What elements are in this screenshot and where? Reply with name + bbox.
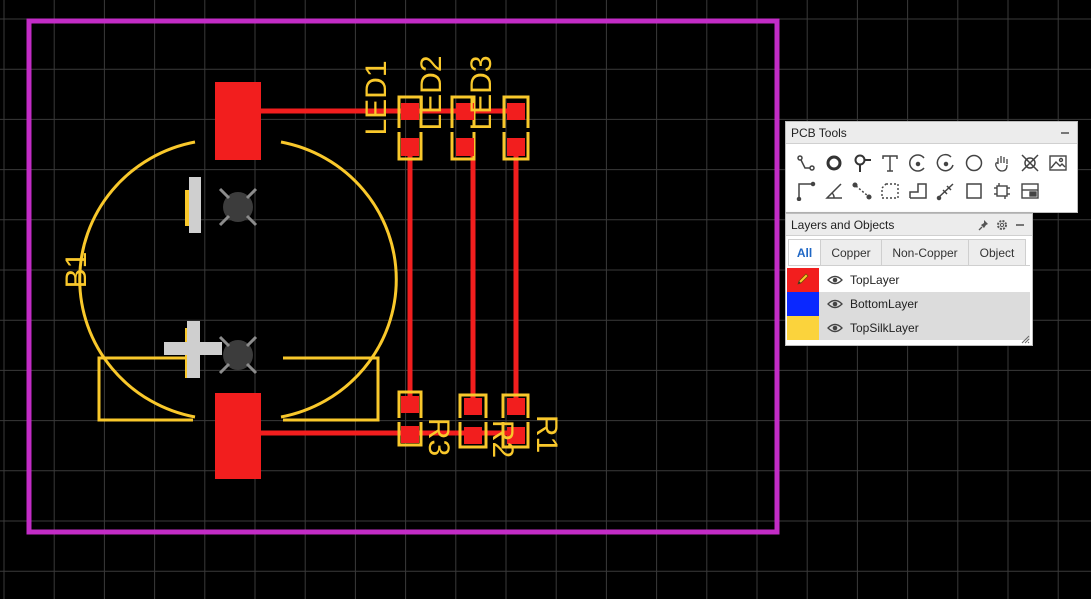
battery-b1-pads[interactable] [215, 82, 261, 479]
designator-led1[interactable]: LED1 [360, 60, 393, 135]
board-outline[interactable] [26, 18, 780, 535]
layer-row-bottomlayer[interactable]: BottomLayer [787, 292, 1030, 316]
eye-icon[interactable] [825, 316, 845, 340]
minimize-icon[interactable] [1058, 126, 1072, 140]
mounting-holes[interactable] [218, 187, 258, 375]
angle-tool-icon[interactable] [820, 178, 848, 204]
line-tool-icon[interactable] [792, 178, 820, 204]
pencil-icon [795, 271, 811, 290]
text-tool-icon[interactable] [876, 150, 904, 176]
pan-hand-icon[interactable] [988, 150, 1016, 176]
pcb-tools-panel[interactable]: PCB Tools [785, 121, 1078, 213]
designator-led3[interactable]: LED3 [465, 55, 498, 130]
battery-b1-silkscreen[interactable] [78, 140, 398, 422]
tab-all[interactable]: All [788, 239, 821, 265]
layer-filter-tabs: All Copper Non-Copper Object [788, 239, 1030, 266]
tab-copper[interactable]: Copper [820, 239, 882, 265]
component-tool-icon[interactable] [988, 178, 1016, 204]
layer-list: TopLayer BottomLayer TopSilkLayer [787, 268, 1030, 340]
tab-object[interactable]: Object [968, 239, 1026, 265]
designator-r2[interactable]: R2 [486, 420, 519, 458]
led-pads[interactable] [401, 103, 525, 156]
connection-tool-icon[interactable] [848, 178, 876, 204]
layer-name: TopLayer [850, 273, 900, 287]
track-tool-icon[interactable] [792, 150, 820, 176]
designator-r1[interactable]: R1 [530, 415, 563, 453]
solid-region-icon[interactable] [876, 178, 904, 204]
image-tool-icon[interactable] [1044, 150, 1072, 176]
rectangle-tool-icon[interactable] [960, 178, 988, 204]
layers-objects-panel[interactable]: Layers and Objects All Copper Non-Copper… [785, 213, 1033, 346]
layer-color-swatch[interactable] [787, 268, 819, 292]
layer-name: BottomLayer [850, 297, 919, 311]
designator-led2[interactable]: LED2 [415, 55, 448, 130]
cross-probe-icon[interactable] [1016, 150, 1044, 176]
pcb-tools-title: PCB Tools [791, 125, 847, 140]
layers-panel-header[interactable]: Layers and Objects [786, 214, 1032, 236]
pcb-tools-header[interactable]: PCB Tools [786, 122, 1077, 144]
via-tool-icon[interactable] [848, 150, 876, 176]
arc-tool-icon[interactable] [904, 150, 932, 176]
resistor-pads[interactable] [401, 396, 525, 444]
battery-polarity-marks [164, 177, 222, 378]
resize-grip-icon[interactable] [1020, 333, 1030, 344]
step-tool-icon[interactable] [904, 178, 932, 204]
layer-row-toplayer[interactable]: TopLayer [787, 268, 1030, 292]
canvas-origin-icon[interactable] [1016, 178, 1044, 204]
layer-name: TopSilkLayer [850, 321, 919, 335]
designator-b1[interactable]: B1 [60, 252, 93, 289]
designator-r3[interactable]: R3 [422, 418, 455, 456]
eye-icon[interactable] [825, 268, 845, 292]
layer-row-topsilklayer[interactable]: TopSilkLayer [787, 316, 1030, 340]
layer-color-swatch[interactable] [787, 316, 819, 340]
differential-pair-icon[interactable] [932, 178, 960, 204]
minimize-icon[interactable] [1013, 218, 1027, 232]
circle-tool-icon[interactable] [960, 150, 988, 176]
layer-color-swatch[interactable] [787, 292, 819, 316]
layers-panel-title: Layers and Objects [791, 217, 895, 232]
resistor-silkscreen[interactable] [397, 390, 530, 449]
tab-non-copper[interactable]: Non-Copper [881, 239, 969, 265]
eye-icon[interactable] [825, 292, 845, 316]
pin-icon[interactable] [977, 218, 991, 232]
gear-icon[interactable] [995, 218, 1009, 232]
center-arc-tool-icon[interactable] [932, 150, 960, 176]
pad-tool-icon[interactable] [820, 150, 848, 176]
